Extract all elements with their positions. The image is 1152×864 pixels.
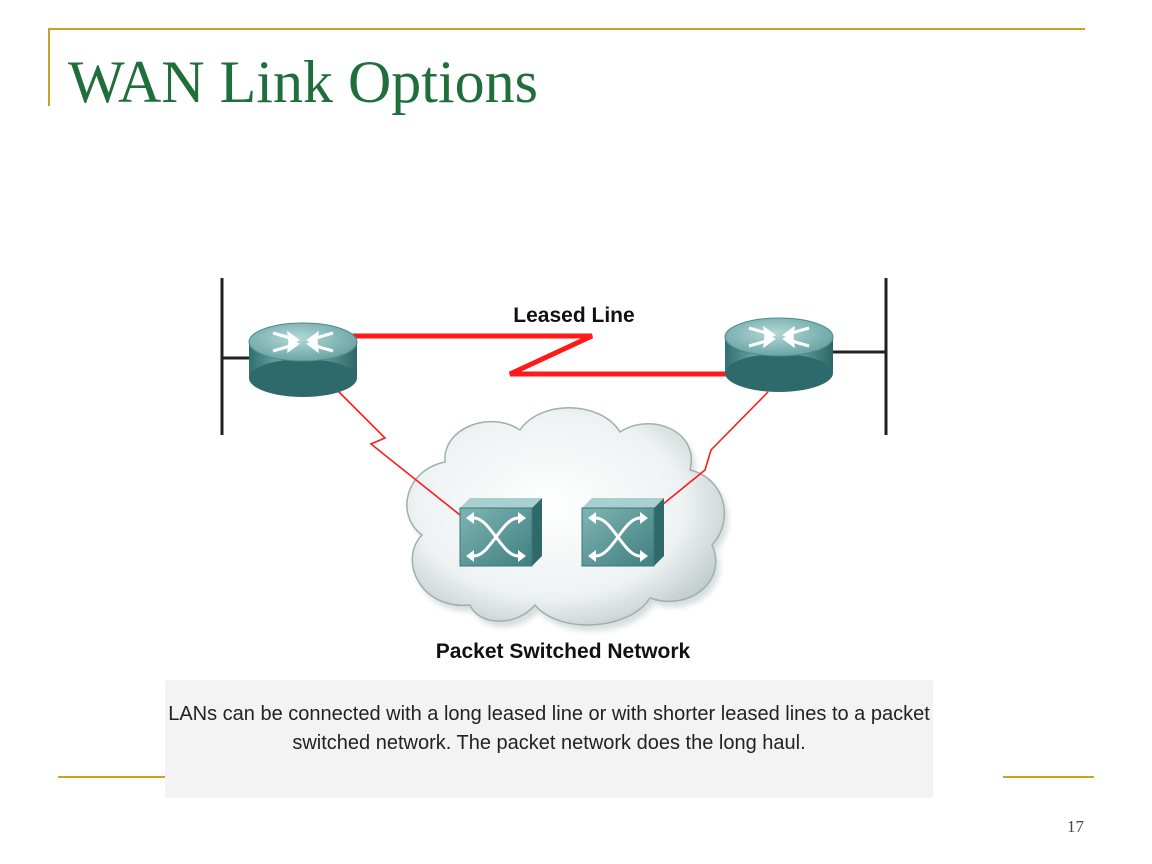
leased-line-long [305, 333, 778, 377]
leased-line-label: Leased Line [513, 304, 634, 327]
wan-switch-right-icon [581, 498, 664, 567]
bottom-rule-right [1003, 776, 1094, 778]
caption-text: LANs can be connected with a long leased… [168, 703, 930, 754]
packet-network-label: Packet Switched Network [436, 640, 691, 663]
caption-box: LANs can be connected with a long leased… [165, 680, 933, 798]
lan-segment-left [220, 278, 252, 435]
packet-switched-cloud [406, 407, 729, 631]
leased-line-short-right [661, 391, 769, 506]
leased-line-short-left [331, 384, 461, 516]
router-left-icon [248, 322, 358, 397]
router-right-icon [724, 317, 834, 392]
lan-segment-right [828, 278, 888, 435]
top-rule [48, 28, 1085, 30]
left-rule [48, 28, 50, 106]
slide-title: WAN Link Options [68, 49, 538, 115]
bottom-rule-left [58, 776, 166, 778]
wan-switch-left-icon [459, 498, 542, 567]
page-number: 17 [1067, 817, 1084, 836]
